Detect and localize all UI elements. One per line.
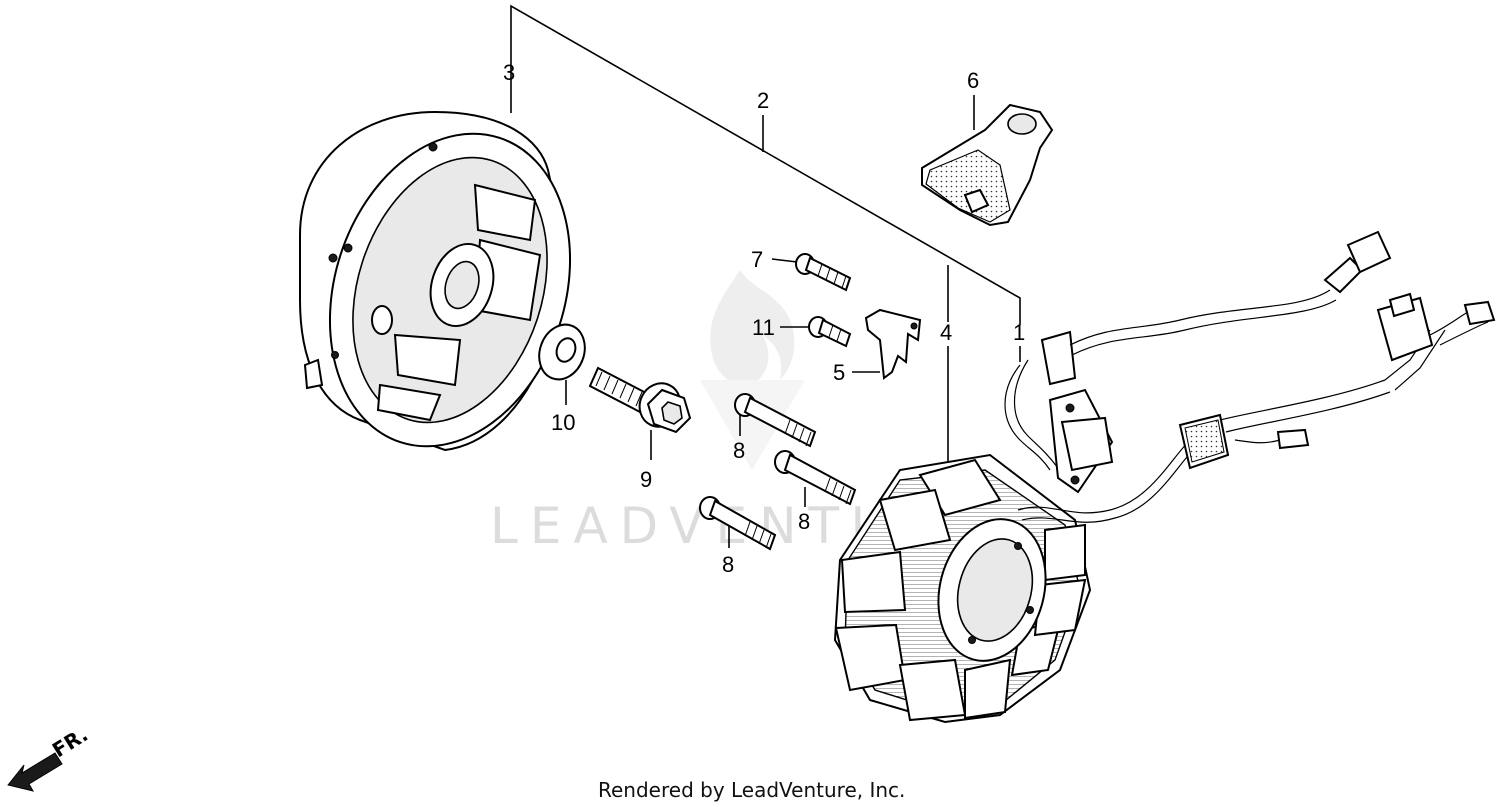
screw-7 — [795, 253, 852, 292]
wiring-harness — [1004, 230, 1496, 523]
callout-3: 3 — [503, 60, 515, 85]
watermark-logo — [700, 270, 805, 470]
grommet — [921, 103, 1054, 227]
callout-9: 9 — [640, 467, 652, 492]
callout-2: 2 — [757, 88, 769, 113]
callout-5: 5 — [833, 360, 845, 385]
bolt-8-upper — [734, 393, 817, 448]
callout-4: 4 — [940, 320, 952, 345]
stator-assembly — [833, 453, 1092, 724]
washer — [538, 323, 586, 381]
callout-10: 10 — [551, 410, 575, 435]
callout-8-upper: 8 — [733, 438, 745, 463]
callout-6: 6 — [967, 68, 979, 93]
flange-bolt — [588, 366, 692, 434]
callout-1: 1 — [1013, 320, 1025, 345]
reference-lines — [510, 4, 1021, 548]
callout-8-lower: 8 — [722, 552, 734, 577]
flywheel — [299, 110, 572, 452]
screw-11 — [808, 316, 852, 348]
bolt-8-middle — [774, 450, 857, 506]
bolt-8-lower — [699, 496, 777, 551]
callout-11: 11 — [752, 315, 775, 340]
callout-7: 7 — [751, 247, 763, 272]
clamp — [864, 308, 922, 380]
footer-credit: Rendered by LeadVenture, Inc. — [598, 778, 905, 802]
callout-8-middle: 8 — [798, 509, 810, 534]
front-direction-arrow: FR. — [7, 722, 92, 792]
